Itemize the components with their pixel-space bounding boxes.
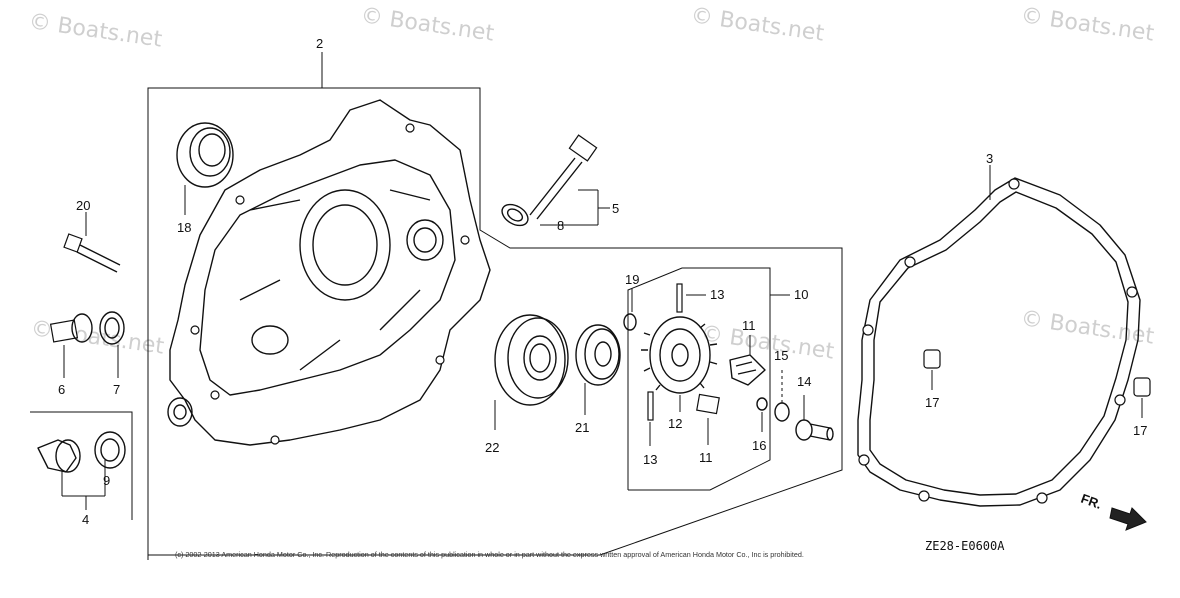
governor-gear bbox=[641, 316, 720, 415]
callout-11: 11 bbox=[742, 318, 756, 333]
callout-17: 17 bbox=[1133, 423, 1147, 438]
callout-22: 22 bbox=[485, 440, 499, 455]
watermark: © Boats.net bbox=[27, 9, 164, 52]
callout-16: 16 bbox=[752, 438, 766, 453]
dowel-pin bbox=[923, 349, 1151, 418]
callout-11: 11 bbox=[699, 450, 713, 465]
callout-10: 10 bbox=[794, 287, 808, 302]
shaft-bolt bbox=[795, 395, 834, 441]
callout-8: 8 bbox=[557, 218, 564, 233]
callout-13: 13 bbox=[710, 287, 724, 302]
oil-dipstick bbox=[501, 134, 610, 227]
watermark: © Boats.net bbox=[1019, 3, 1156, 46]
callout-15: 15 bbox=[774, 348, 788, 363]
callout-6: 6 bbox=[58, 382, 65, 397]
ball-bearing-large bbox=[494, 314, 569, 430]
thrust-washer bbox=[623, 288, 637, 331]
front-direction-arrow: FR. bbox=[1079, 491, 1147, 531]
drain-bracket bbox=[30, 411, 133, 520]
callout-21: 21 bbox=[575, 420, 589, 435]
callout-14: 14 bbox=[797, 374, 811, 389]
crankcase-cover bbox=[167, 99, 491, 446]
callout-19: 19 bbox=[625, 272, 639, 287]
watermark: © Boats.net bbox=[1019, 306, 1156, 349]
gear-pin bbox=[647, 283, 706, 446]
watermark: © Boats.net bbox=[29, 316, 166, 359]
flange-bolt bbox=[63, 212, 121, 273]
direction-label: FR. bbox=[1079, 491, 1104, 512]
case-gasket bbox=[857, 165, 1141, 507]
drain-plug-assembly bbox=[37, 431, 126, 473]
watermarks: © Boats.net © Boats.net © Boats.net © Bo… bbox=[27, 3, 1156, 364]
ball-bearing-small bbox=[575, 324, 621, 415]
assembly-frame bbox=[147, 52, 843, 560]
oil-seal bbox=[176, 122, 234, 215]
callout-3: 3 bbox=[986, 151, 993, 166]
callout-7: 7 bbox=[113, 382, 120, 397]
callout-17: 17 bbox=[925, 395, 939, 410]
callout-18: 18 bbox=[177, 220, 191, 235]
callout-12: 12 bbox=[668, 416, 682, 431]
washer bbox=[756, 370, 790, 432]
callout-5: 5 bbox=[612, 201, 619, 216]
callout-4: 4 bbox=[82, 512, 89, 527]
watermark: © Boats.net bbox=[689, 3, 826, 46]
diagram-code: ZE28-E0600A bbox=[925, 539, 1005, 553]
governor-subframe bbox=[627, 267, 790, 491]
callout-20: 20 bbox=[76, 198, 90, 213]
drain-plug bbox=[49, 311, 125, 378]
callout-2: 2 bbox=[316, 36, 323, 51]
callout-9: 9 bbox=[103, 473, 110, 488]
watermark: © Boats.net bbox=[699, 321, 836, 364]
governor-clip bbox=[707, 335, 766, 445]
callout-13: 13 bbox=[643, 452, 657, 467]
copyright-notice: (c) 2002-2013 American Honda Motor Co., … bbox=[175, 550, 804, 559]
watermark: © Boats.net bbox=[359, 3, 496, 46]
callout-labels: 2 3 20 18 5 8 6 7 4 9 19 13 10 11 15 14 … bbox=[58, 36, 1147, 527]
